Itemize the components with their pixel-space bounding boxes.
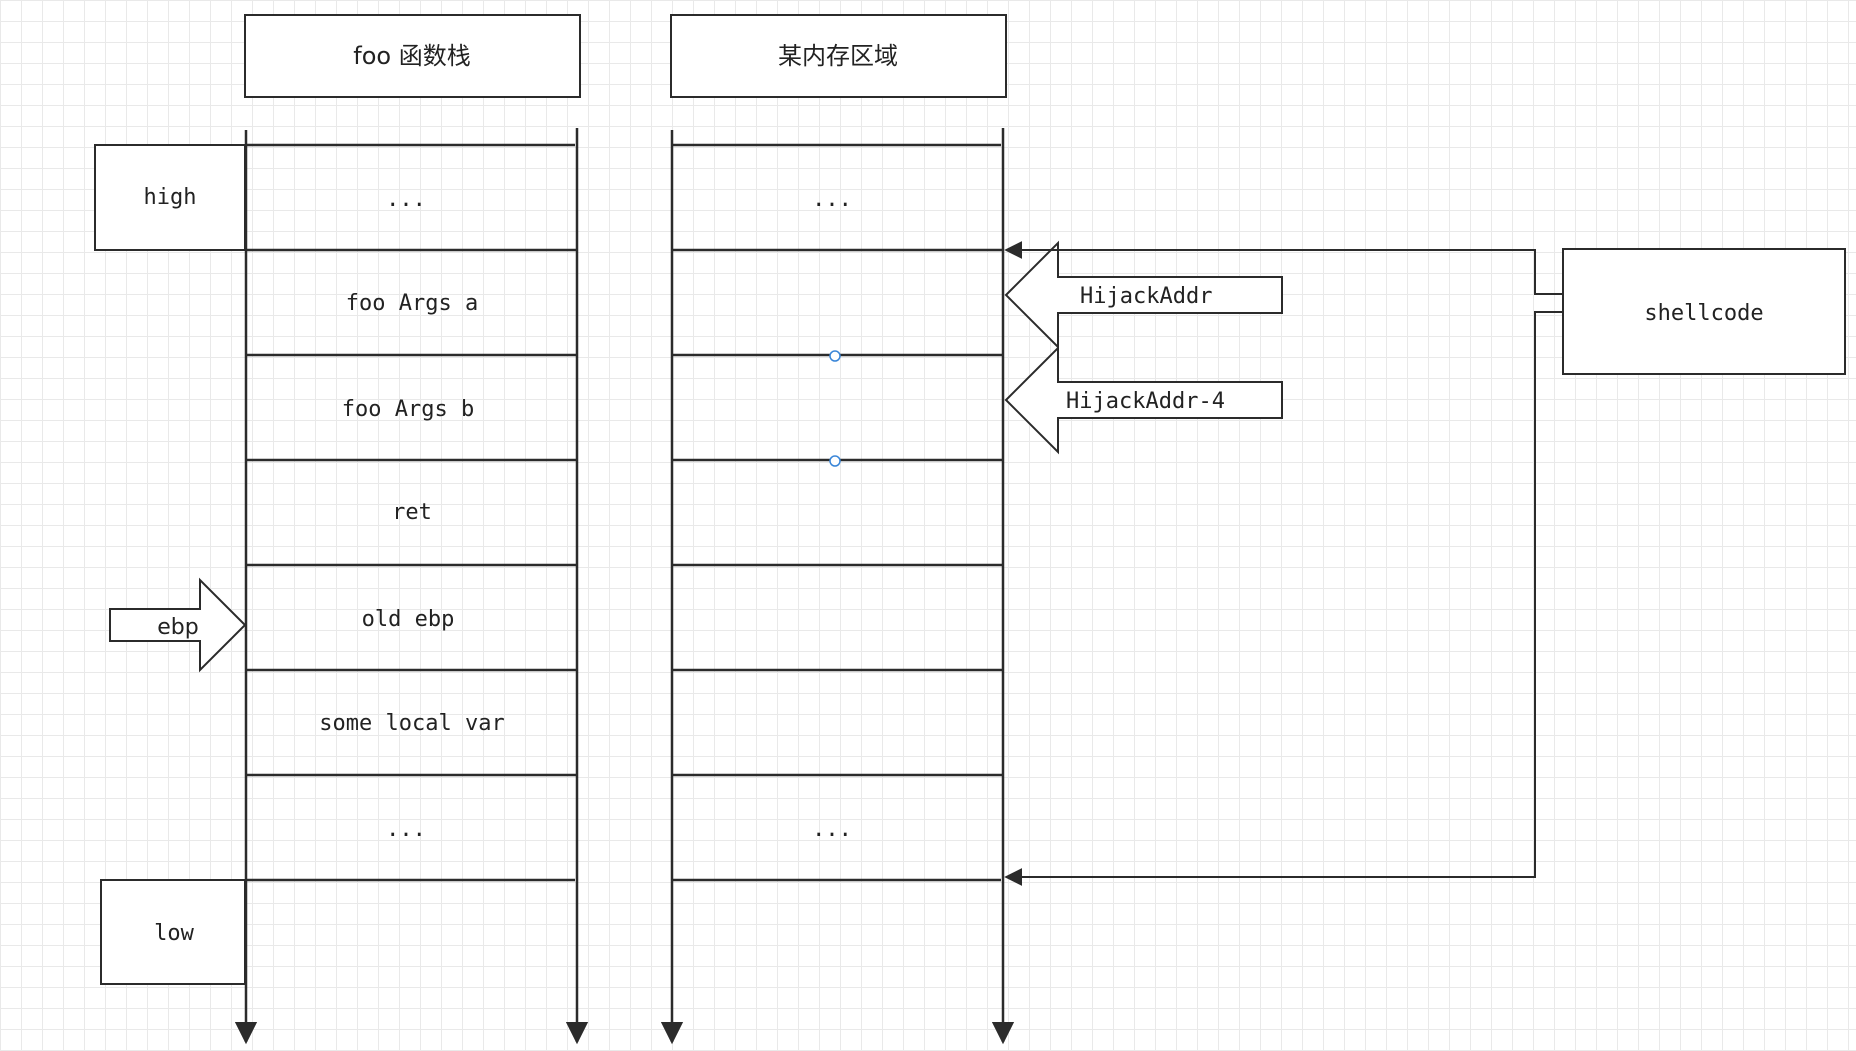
low-label: low <box>154 921 194 946</box>
low-marker: low <box>100 879 246 985</box>
stack-cell-1: foo Args a <box>346 291 478 316</box>
stack-cell-3: ret <box>392 500 432 525</box>
shellcode-label: shellcode <box>1644 301 1763 326</box>
memory-region-header-label: 某内存区域 <box>778 42 898 70</box>
hijack-addr-arrow: HijackAddr <box>1004 240 1283 350</box>
stack-row-lines <box>246 143 577 882</box>
memory-line-handle[interactable] <box>829 350 841 362</box>
foo-stack-header: foo 函数栈 <box>244 14 581 98</box>
memory-row-lines <box>672 143 1003 882</box>
hijack-addr-minus4-label: HijackAddr-4 <box>1066 389 1225 414</box>
foo-stack-header-label: foo 函数栈 <box>353 42 470 70</box>
high-label: high <box>144 185 197 210</box>
memory-cell-0: ... <box>812 187 852 212</box>
memory-region-header: 某内存区域 <box>670 14 1007 98</box>
stack-cell-4: old ebp <box>362 607 455 632</box>
memory-cell-6: ... <box>812 817 852 842</box>
memory-line-handle[interactable] <box>829 455 841 467</box>
stack-cell-2: foo Args b <box>342 397 474 422</box>
high-marker: high <box>94 144 246 251</box>
ebp-arrow: ebp <box>109 577 247 673</box>
stack-cell-6: ... <box>386 817 426 842</box>
shellcode-to-top-connector <box>1004 241 1563 295</box>
stack-cell-5: some local var <box>319 711 504 736</box>
ebp-label: ebp <box>157 615 198 640</box>
hijack-addr-label: HijackAddr <box>1080 284 1212 309</box>
stack-cell-0: ... <box>386 187 426 212</box>
shellcode-to-bottom-connector <box>1004 311 1563 886</box>
shellcode-box: shellcode <box>1562 248 1846 375</box>
hijack-addr-minus4-arrow: HijackAddr-4 <box>1004 345 1283 455</box>
